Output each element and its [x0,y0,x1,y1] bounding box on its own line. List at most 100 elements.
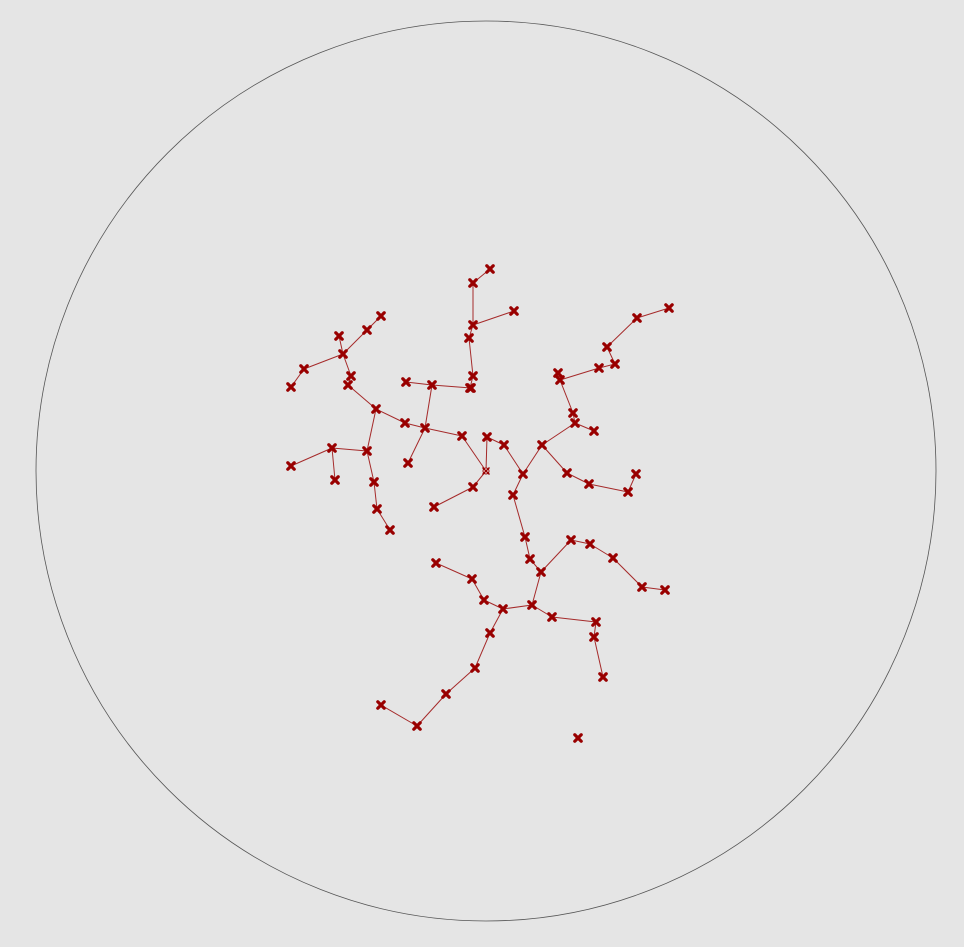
tree-edge [407,427,426,464]
tree-node-x-mark-icon [589,426,599,436]
tree-node-x-mark-icon [286,382,296,392]
tree-node-x-mark-icon [412,721,422,731]
tree-edge [588,483,629,493]
tree-node-x-mark-icon [660,585,670,595]
tree-edge [461,435,487,472]
tree-node-x-mark-icon [330,475,340,485]
tree-node-x-mark-icon [631,469,641,479]
tree-edge [522,444,543,475]
tree-edge [290,447,333,467]
tree-node-x-mark-icon [584,479,594,489]
tree-edge [540,539,572,573]
tree-edge [366,450,375,483]
tree-node-x-mark-icon [623,487,633,497]
tree-edge [559,379,574,414]
tree-node-x-mark-icon [376,700,386,710]
tree-edge [331,447,336,481]
tree-node-x-mark-icon [508,490,518,500]
tree-edge [593,636,604,678]
tree-edge [612,557,643,588]
tree-edge [303,353,344,370]
tree-node-x-mark-icon [509,306,519,316]
tree-node-x-mark-icon [536,567,546,577]
edge-layer [290,268,670,727]
tree-node-x-mark-icon [467,574,477,584]
tree-node-x-mark-icon [537,440,547,450]
tree-node-x-mark-icon [664,303,674,313]
tree-node-x-mark-icon [598,672,608,682]
tree-node-x-mark-icon [520,532,530,542]
tree-edge [366,408,377,452]
tree-edge [404,422,426,429]
tree-node-x-mark-icon [470,663,480,673]
tree-edge [606,317,638,348]
tree-node-x-mark-icon [334,331,344,341]
tree-node-x-mark-icon [608,553,618,563]
tree-edge [559,367,600,381]
tree-edge [570,539,591,545]
tree-node-x-mark-icon [632,313,642,323]
tree-edge [338,335,344,355]
tree-node-x-mark-icon [566,535,576,545]
tree-node-x-mark-icon [594,363,604,373]
tree-node-x-mark-icon [518,469,528,479]
tree-node-x-mark-icon [457,431,467,441]
tree-node-x-mark-icon [465,383,475,393]
tree-node-x-mark-icon [589,632,599,642]
tree-edge [636,307,670,319]
tree-edge [405,381,433,386]
tree-node-x-mark-icon [468,278,478,288]
tree-edge [424,384,433,429]
tree-node-x-mark-icon [362,325,372,335]
root-node-hollow-x-mark-icon [482,467,490,475]
tree-node-x-mark-icon [555,375,565,385]
tree-node-x-mark-icon [591,617,601,627]
tree-node-x-mark-icon [527,600,537,610]
tree-node-x-mark-icon [479,595,489,605]
tree-node-x-mark-icon [547,612,557,622]
tree-edge [531,571,542,606]
tree-edge [431,384,472,389]
tree-node-x-mark-icon [570,418,580,428]
tree-node-x-mark-icon [362,446,372,456]
tree-edge [524,536,531,560]
node-layer [286,264,674,743]
tree-edge [503,444,524,475]
tree-node-x-mark-icon [499,440,509,450]
tree-node-x-mark-icon [429,502,439,512]
tree-node-x-mark-icon [525,554,535,564]
tree-node-x-mark-icon [427,380,437,390]
tree-edge [380,704,418,727]
tree-node-x-mark-icon [441,689,451,699]
tree-edge [551,616,597,623]
tree-node-x-mark-icon [602,342,612,352]
tree-node-x-mark-icon [371,404,381,414]
tree-node-x-mark-icon [327,443,337,453]
tree-node-x-mark-icon [343,380,353,390]
tree-node-x-mark-icon [385,525,395,535]
tree-edge [416,693,447,727]
tree-node-x-mark-icon [498,604,508,614]
tree-node-x-mark-icon [482,432,492,442]
tree-edge [373,481,378,510]
tree-edge [485,436,488,472]
tree-node-x-mark-icon [299,364,309,374]
tree-edge [331,447,368,452]
tree-node-x-mark-icon [420,423,430,433]
tree-node-x-mark-icon [401,377,411,387]
tree-node-x-mark-icon [485,628,495,638]
tree-edge [541,422,576,446]
tree-node-x-mark-icon [338,349,348,359]
tree-edge [445,667,476,695]
tree-edge [641,586,666,591]
tree-node-x-mark-icon [468,320,478,330]
tree-edge [424,427,463,437]
tree-node-x-mark-icon [485,264,495,274]
tree-node-x-mark-icon [369,477,379,487]
tree-node-x-mark-icon [286,461,296,471]
tree-edge [472,310,515,326]
tree-node-x-mark-icon [573,733,583,743]
tree-node-x-mark-icon [562,468,572,478]
tree-edge [468,337,474,377]
